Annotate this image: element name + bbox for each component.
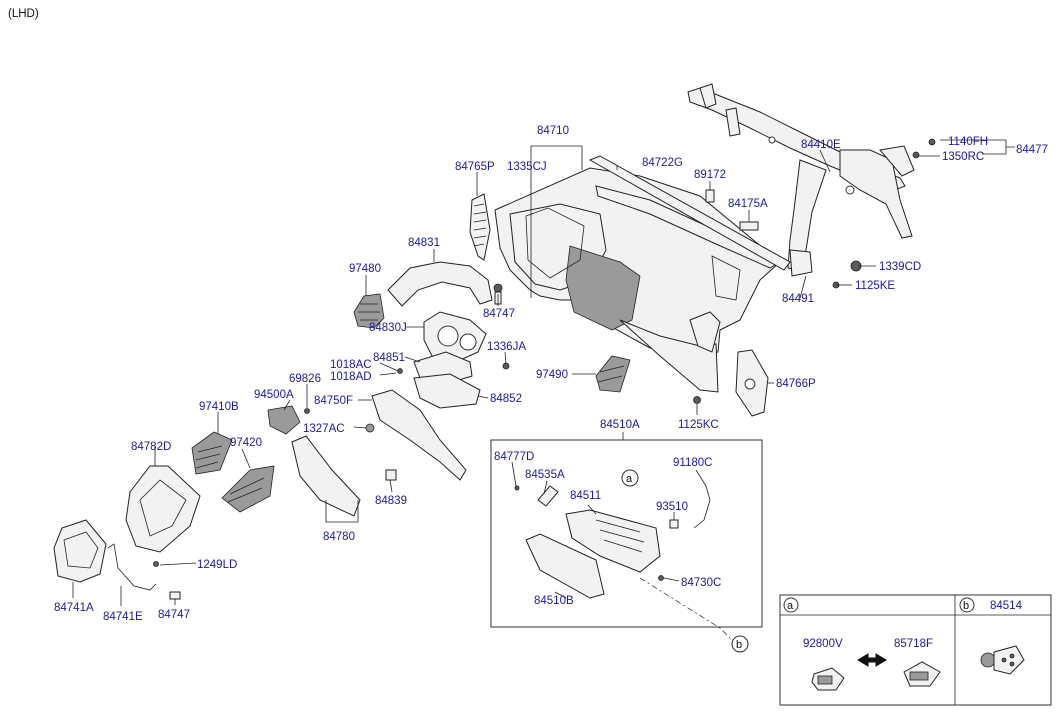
vent-97420 (221, 465, 275, 513)
clip-84747-lower (169, 591, 181, 600)
label-89172: 89172 (694, 169, 726, 181)
switch-93510 (669, 519, 679, 529)
label-84741A: 84741A (54, 602, 94, 614)
label-84710: 84710 (537, 125, 569, 137)
label-84780: 84780 (323, 531, 355, 543)
legend-b-letter: b (963, 600, 969, 612)
lower-panel-84780 (291, 435, 361, 517)
label-1249LD: 1249LD (197, 559, 237, 571)
vent-97490 (595, 355, 631, 393)
label-84491: 84491 (782, 293, 814, 305)
legend-b-circle (959, 597, 975, 613)
screw-84747-upper (493, 283, 503, 293)
legend-a-circle (783, 597, 799, 613)
label-84535A: 84535A (525, 469, 565, 481)
label-84852: 84852 (490, 393, 522, 405)
label-91180C: 91180C (673, 457, 712, 469)
label-84851: 84851 (373, 352, 405, 364)
label-97480: 97480 (349, 263, 381, 275)
glove-box-group-frame (490, 439, 763, 628)
side-cover-left (469, 193, 491, 261)
label-84782D: 84782D (131, 441, 171, 453)
callout-a-circle (621, 469, 639, 487)
label-1350RC: 1350RC (942, 151, 984, 163)
center-lower-84741A (53, 519, 107, 583)
crash-pad-main (494, 167, 782, 393)
label-97490: 97490 (536, 369, 568, 381)
label-97420: 97420 (230, 437, 262, 449)
label-84741E: 84741E (103, 611, 143, 623)
label-84510A: 84510A (600, 419, 640, 431)
cluster-hood-84831 (387, 261, 493, 307)
callout-a-letter: a (626, 473, 633, 485)
legend-a-letter: a (787, 600, 794, 612)
part-labels: 84710 1335CJ 84722G 89172 84175A 84410E … (54, 125, 1048, 623)
bolt-1125KC (693, 396, 701, 404)
part-84535A (537, 485, 559, 507)
label-93510: 93510 (656, 501, 688, 513)
cover-84852 (413, 373, 481, 409)
nut-1350RC (912, 151, 920, 159)
glove-box-housing-84511 (565, 509, 661, 573)
part-84514 (980, 652, 996, 668)
label-1339CD: 1339CD (879, 261, 921, 273)
label-92800V: 92800V (803, 638, 843, 650)
label-85718F: 85718F (894, 638, 933, 650)
callout-b-letter: b (736, 639, 742, 651)
detail-legend-table: a b 84514 92800V 85718F (779, 594, 1052, 706)
bolt-1140FH (928, 138, 936, 146)
pad-84175A (739, 221, 759, 231)
label-84730C: 84730C (681, 577, 721, 589)
label-84477: 84477 (1016, 144, 1048, 156)
label-1140FH: 1140FH (948, 136, 988, 148)
leader-lines (72, 139, 1015, 606)
callout-b-circle (731, 635, 749, 653)
label-84747-upper: 84747 (483, 308, 515, 320)
clip-1327AC (365, 423, 375, 433)
label-84830J: 84830J (369, 322, 407, 334)
label-84410E: 84410E (801, 139, 841, 151)
interchangeable-arrow-icon (857, 653, 887, 667)
label-1336JA: 1336JA (487, 341, 526, 353)
label-84510B: 84510B (534, 595, 574, 607)
label-84750F: 84750F (314, 395, 353, 407)
label-84175A: 84175A (728, 198, 768, 210)
label-84722G: 84722G (642, 157, 683, 169)
bolt-89172 (705, 189, 715, 203)
label-84765P: 84765P (455, 161, 495, 173)
label-94500A: 94500A (254, 389, 294, 401)
label-84514: 84514 (990, 600, 1023, 612)
vent-97480 (353, 293, 385, 329)
label-1125KC: 1125KC (678, 419, 719, 431)
variant-label: (LHD) (8, 8, 39, 20)
switch-94500A (267, 405, 301, 435)
glove-box-door-84510B (525, 533, 605, 599)
label-1335CJ: 1335CJ (507, 161, 547, 173)
label-1327AC: 1327AC (303, 423, 345, 435)
label-1125KE: 1125KE (855, 280, 895, 292)
label-97410B: 97410B (199, 401, 239, 413)
defroster-strip (588, 155, 791, 271)
lower-panel-84750F (371, 389, 467, 481)
label-84747-lower: 84747 (158, 609, 190, 621)
label-84766P: 84766P (776, 378, 816, 390)
label-84839: 84839 (375, 495, 407, 507)
label-1018AD: 1018AD (330, 371, 372, 383)
label-1018AC: 1018AC (330, 359, 372, 371)
clip-84839 (385, 469, 397, 481)
center-fascia-84782D (125, 465, 201, 553)
label-84777D: 84777D (494, 451, 534, 463)
callout-b-leader (639, 577, 733, 641)
cowl-cross-bar (687, 83, 915, 277)
label-84511: 84511 (570, 490, 601, 502)
vent-97410B (191, 431, 233, 475)
label-84831: 84831 (408, 237, 440, 249)
label-69826: 69826 (289, 373, 321, 385)
